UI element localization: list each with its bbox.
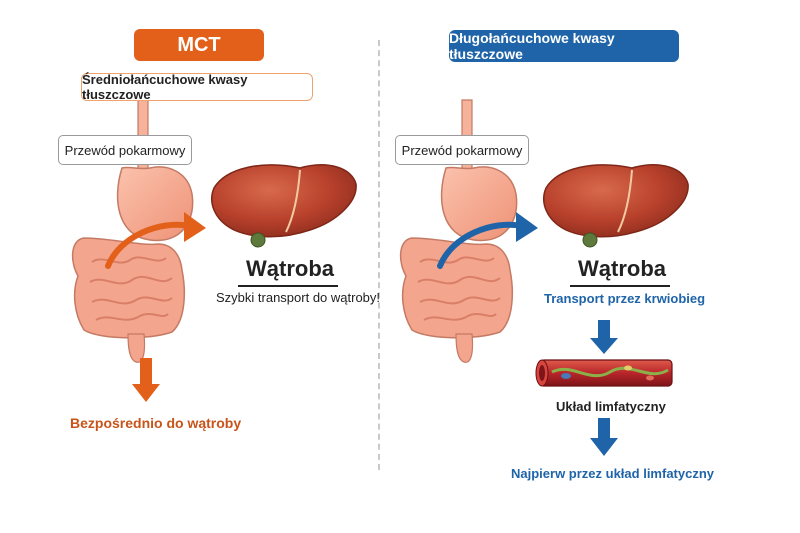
lct-title-badge: Długołańcuchowe kwasy tłuszczowe xyxy=(449,30,679,62)
liver-label-underline-right xyxy=(570,285,670,287)
arrow-icon-left-down xyxy=(132,358,160,402)
digestive-label-left: Przewód pokarmowy xyxy=(58,135,192,165)
blood-vessel-illustration xyxy=(535,359,673,387)
lymphatic-system-label: Układ limfatyczny xyxy=(556,399,666,414)
arrow-icon-right-curve xyxy=(437,212,538,269)
arrow-icon-right-down-2 xyxy=(590,418,618,456)
liver-label-right: Wątroba xyxy=(578,256,666,281)
bloodstream-transport-label: Transport przez krwiobieg xyxy=(544,291,706,306)
mct-subtitle-box: Średniołańcuchowe kwasy tłuszczowe xyxy=(81,72,313,102)
liver-note-left: Szybki transport do wątroby! xyxy=(216,290,381,305)
digestive-label-right: Przewód pokarmowy xyxy=(395,135,529,165)
liver-label-underline-left xyxy=(238,285,338,287)
panel-divider xyxy=(378,40,380,470)
arrow-icon-left-curve xyxy=(105,212,206,269)
liver-illustration-right xyxy=(543,164,689,248)
lymph-first-label: Najpierw przez układ limfatyczny xyxy=(511,466,715,481)
direct-to-liver-label: Bezpośrednio do wątroby xyxy=(70,415,242,431)
arrow-icon-right-down-1 xyxy=(590,320,618,354)
liver-label-left: Wątroba xyxy=(246,256,334,281)
liver-illustration-left xyxy=(211,164,357,248)
mct-title-badge: MCT xyxy=(134,29,264,61)
